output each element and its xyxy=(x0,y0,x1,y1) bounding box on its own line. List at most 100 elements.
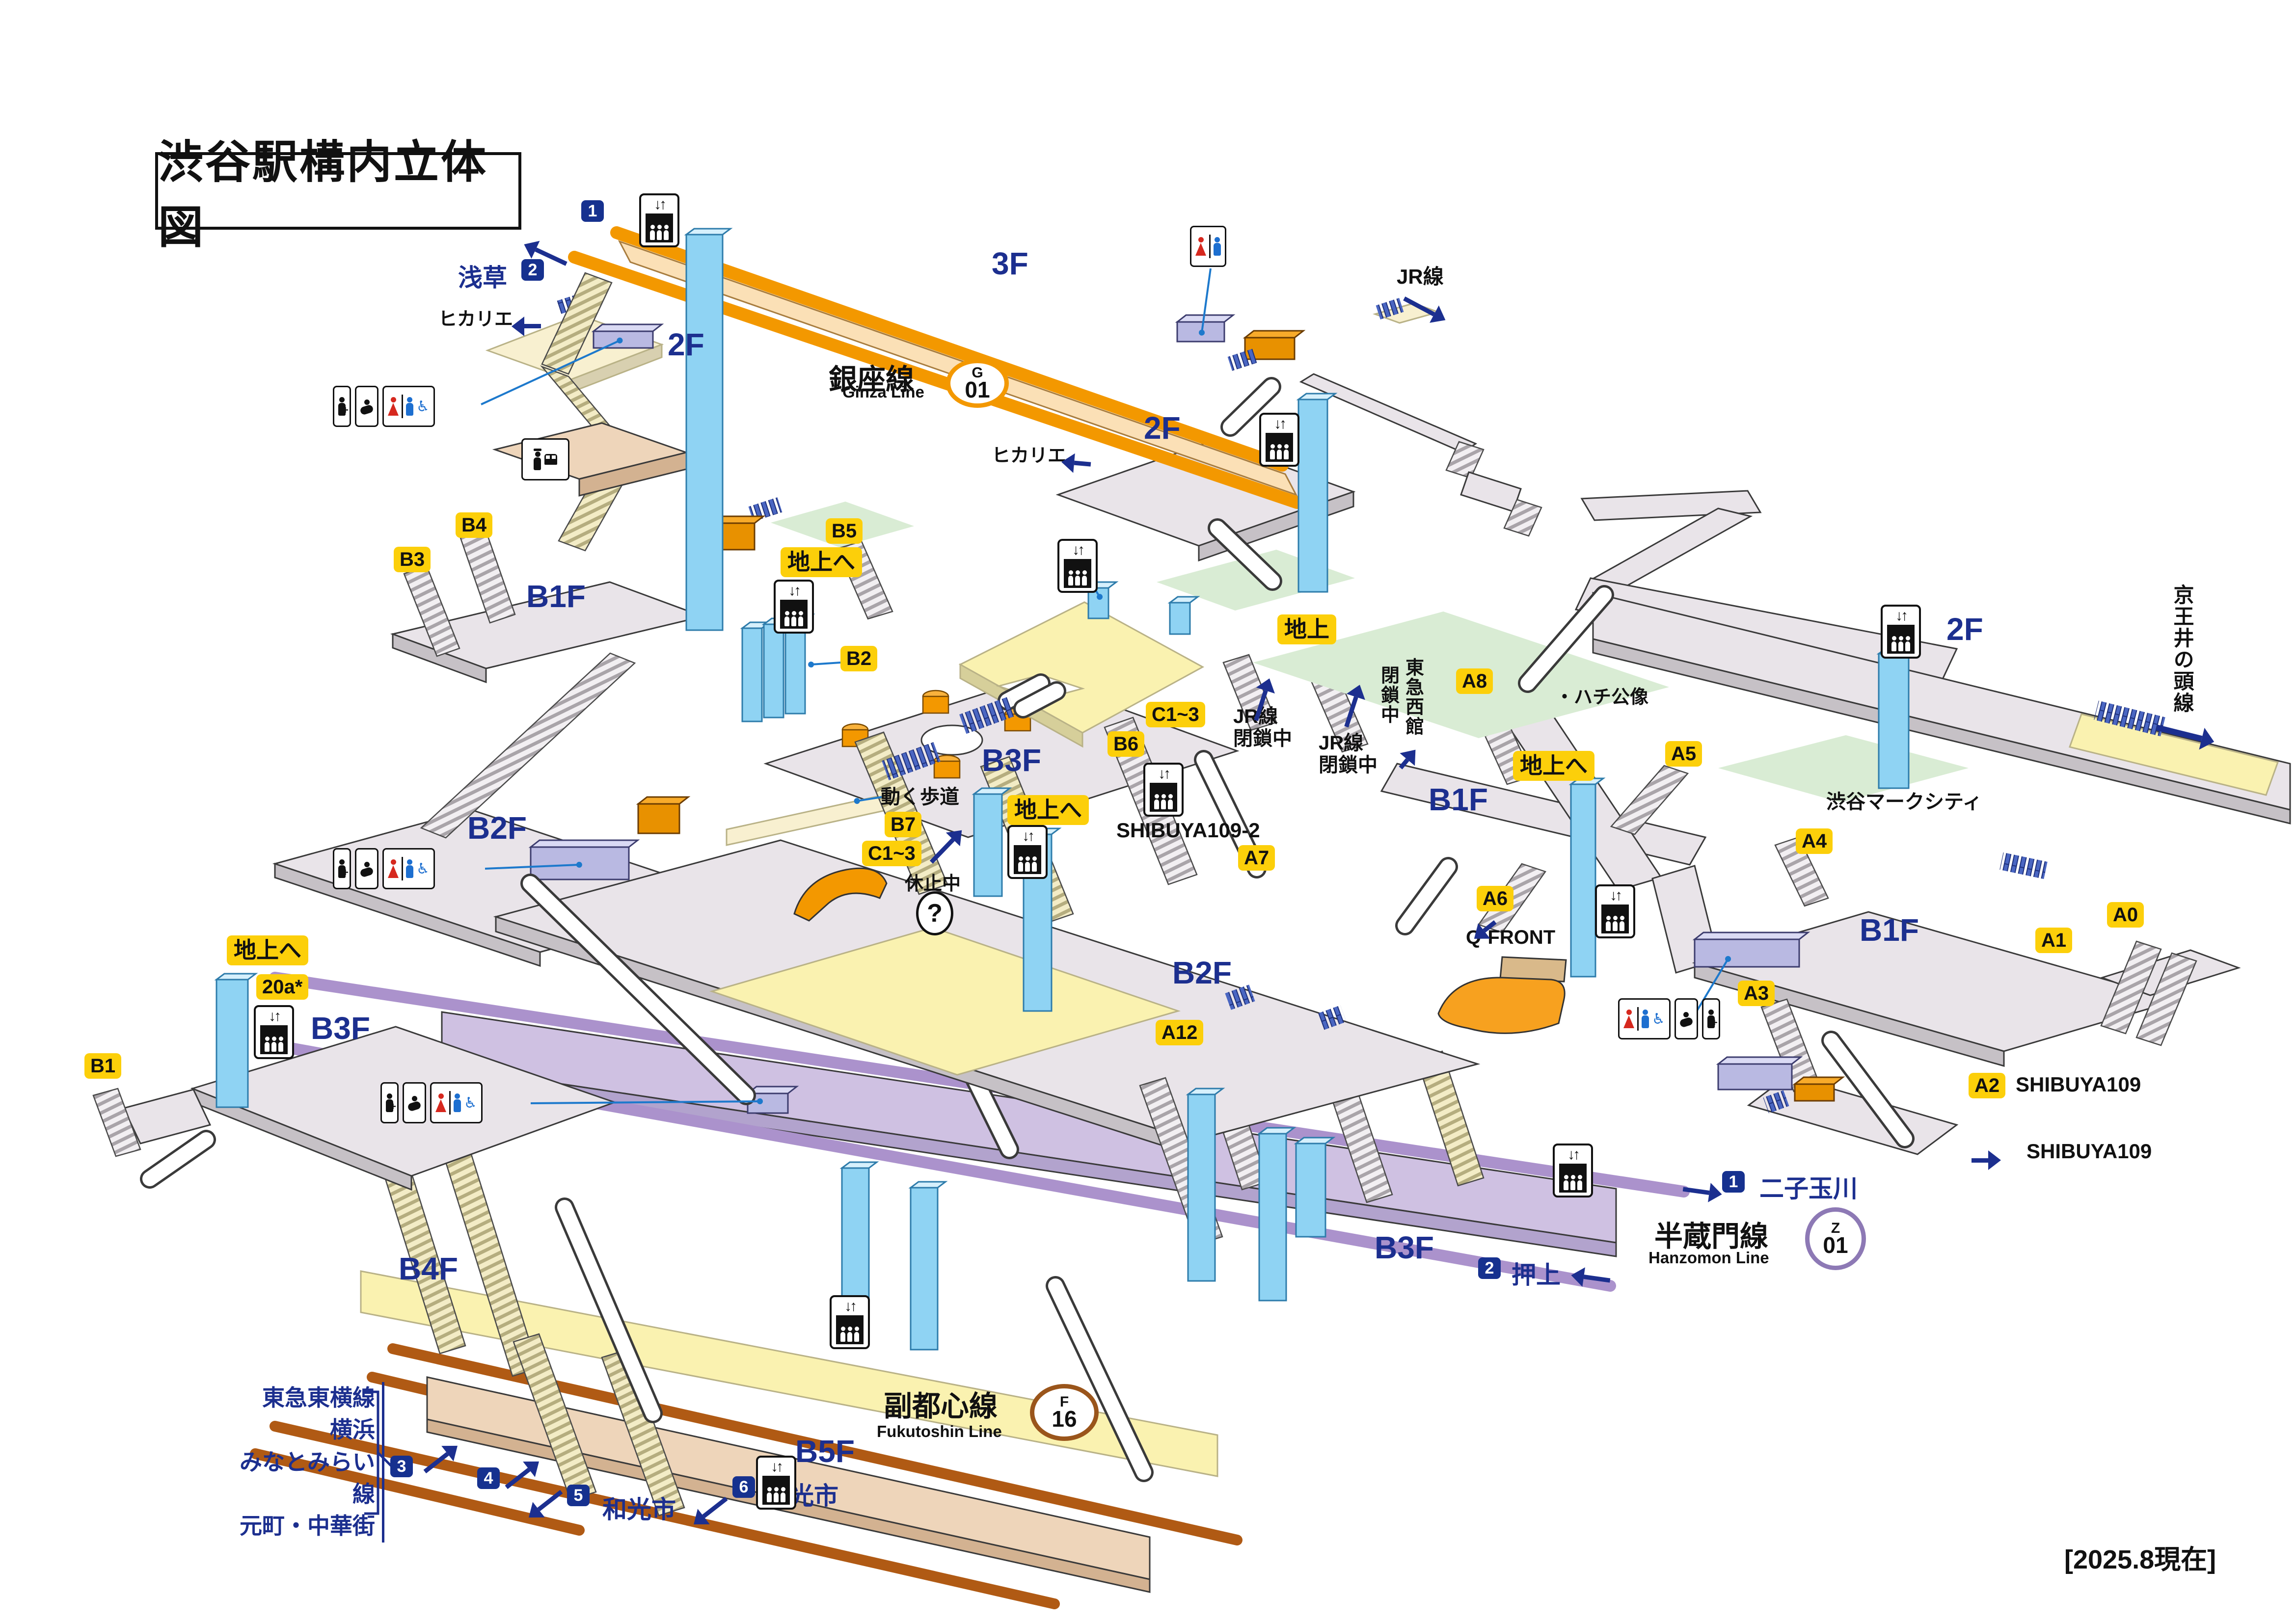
elevator-icon: ↓↑ xyxy=(1057,539,1098,593)
floor-b4f xyxy=(360,1131,1218,1517)
exit-badge-c13: C1~3 xyxy=(1146,702,1205,727)
exit-badge-a3: A3 xyxy=(1738,981,1775,1006)
map-title-box: 渋谷駅構内立体図 xyxy=(155,137,521,253)
place-label: 閉鎖中 xyxy=(1378,665,1399,724)
place-label: 東急西館 xyxy=(1402,658,1423,736)
pointer-line xyxy=(1198,268,1212,336)
orange-kiosk xyxy=(636,796,691,834)
elevator-icon: ↓↑ xyxy=(639,193,679,247)
place-label: ・ハチ公像 xyxy=(1555,687,1649,708)
place-label: Q·FRONT xyxy=(1466,927,1556,948)
direction-arrow xyxy=(500,1454,545,1495)
exit-badge-b1: B1 xyxy=(84,1053,122,1079)
exit-badge-b3: B3 xyxy=(394,547,431,572)
toilet-icon: ♿+ xyxy=(1618,998,1720,1039)
orange-kiosk xyxy=(1792,1076,1845,1102)
floor-label-b5f: B5F xyxy=(795,1434,855,1469)
place-label: 休止中 xyxy=(905,874,961,894)
direction-arrow xyxy=(1337,682,1369,730)
line-name-f: 副都心線 xyxy=(884,1390,998,1422)
line-name-z: 半蔵門線 xyxy=(1654,1221,1769,1252)
floor-label-b1f: B1F xyxy=(526,579,586,614)
toilet-baby-icon xyxy=(355,386,378,427)
track-number-badge-2: 2 xyxy=(1478,1257,1501,1279)
ground-exit-badge: 地上へ xyxy=(1007,795,1089,825)
elevator-icon: ↓↑ xyxy=(1881,605,1921,659)
line-romaji-g: Ginza Line xyxy=(842,383,924,401)
place-label: 京王井の頭線 xyxy=(2171,584,2194,714)
place-label: SHIBUYA109-2 xyxy=(1116,819,1260,842)
tokyu-note-bracket xyxy=(364,1390,393,1515)
floor-label-b4f: B4F xyxy=(399,1251,458,1286)
elevator-icon: ↓↑ xyxy=(756,1456,796,1510)
direction-label: 浅草 xyxy=(458,264,507,292)
information-icon: ? xyxy=(916,891,953,935)
toilet-icon: +♿ xyxy=(333,386,435,427)
line-name-g: 銀座線 xyxy=(829,364,915,396)
line-romaji-z: Hanzomon Line xyxy=(1648,1249,1769,1267)
toilet-wmw-icon: ♿ xyxy=(382,848,435,889)
place-label: JR線 閉鎖中 xyxy=(1233,706,1292,749)
floor-b1f xyxy=(390,529,2241,1155)
toilet-baby-icon xyxy=(355,848,378,889)
floor-label-b2f: B2F xyxy=(467,810,527,846)
elevator-icon: ↓↑ xyxy=(1143,763,1184,817)
elevator-icon: ↓↑ xyxy=(1595,884,1635,938)
floor-label-2f: 2F xyxy=(668,327,704,362)
toilet-icon: +♿ xyxy=(333,848,435,889)
elevator-icon: ↓↑ xyxy=(774,580,814,634)
tokyu-toyoko-note: 東急東横線 横浜 みなとみらい線 元町・中華街 xyxy=(222,1382,384,1543)
place-label: 渋谷マークシティ xyxy=(1826,791,1982,813)
toilet-aid-icon: + xyxy=(333,848,351,889)
toilet-aid-icon: + xyxy=(380,1082,399,1123)
ground-exit-badge: 地上 xyxy=(1277,614,1336,644)
exit-badge-a6: A6 xyxy=(1477,886,1514,911)
exit-badge-a4: A4 xyxy=(1796,828,1833,854)
direction-arrow xyxy=(1060,452,1091,474)
exit-badge-b6: B6 xyxy=(1107,731,1145,757)
floor-label-3f: 3F xyxy=(992,246,1028,281)
elevator-icon: ↓↑ xyxy=(1553,1144,1593,1197)
toilet-wmw-icon: ♿ xyxy=(1618,998,1671,1039)
exit-badge-b2: B2 xyxy=(840,646,878,671)
exit-badge-b4: B4 xyxy=(456,512,493,538)
toilet-aid-icon: + xyxy=(333,386,351,427)
direction-arrow xyxy=(1682,1179,1724,1204)
markcity-bridge-2f xyxy=(1518,585,2291,825)
toilet-wmw-icon: ♿ xyxy=(382,386,435,427)
lavender-toilet-box xyxy=(1175,314,1236,343)
elevator-icon: ↓↑ xyxy=(1007,825,1048,879)
direction-arrow xyxy=(1393,743,1423,774)
place-label: SHIBUYA109 xyxy=(2026,1140,2152,1163)
direction-arrow xyxy=(1569,1265,1612,1291)
floor-label-b3f: B3F xyxy=(311,1011,370,1046)
floor-label-b3f: B3F xyxy=(982,743,1041,778)
map-title: 渋谷駅構内立体図 xyxy=(158,137,488,253)
direction-arrow xyxy=(1400,290,1450,329)
exit-badge-b7: B7 xyxy=(885,812,922,837)
place-label: ヒカリエ xyxy=(438,309,513,330)
elevator-icon: ↓↑ xyxy=(830,1295,870,1349)
floor-label-b1f: B1F xyxy=(1860,912,1919,948)
floor-label-2f: 2F xyxy=(1144,410,1181,446)
direction-label: 押上 xyxy=(1512,1261,1561,1289)
pointer-line xyxy=(854,796,882,804)
exit-badge-a2: A2 xyxy=(1969,1073,2006,1098)
exit-badge-c13: C1~3 xyxy=(862,841,921,866)
toilet-wmw-icon: ♿ xyxy=(430,1082,483,1123)
exit-badge-b5: B5 xyxy=(826,518,863,544)
track-number-badge-3: 3 xyxy=(390,1456,413,1477)
qfront-building xyxy=(1437,956,1567,1034)
ground-exit-badge: 地上へ xyxy=(1513,751,1594,781)
toilet-baby-icon xyxy=(403,1082,426,1123)
elevator-icon: ↓↑ xyxy=(254,1005,294,1059)
exit-badge-a8: A8 xyxy=(1456,668,1493,694)
floor-2f xyxy=(485,272,2291,825)
toilet-icon xyxy=(1190,226,1226,267)
elevator-shafts xyxy=(214,228,1919,1351)
direction-label: 和光市 xyxy=(602,1496,676,1523)
floor-label-b3f: B3F xyxy=(1375,1230,1434,1265)
